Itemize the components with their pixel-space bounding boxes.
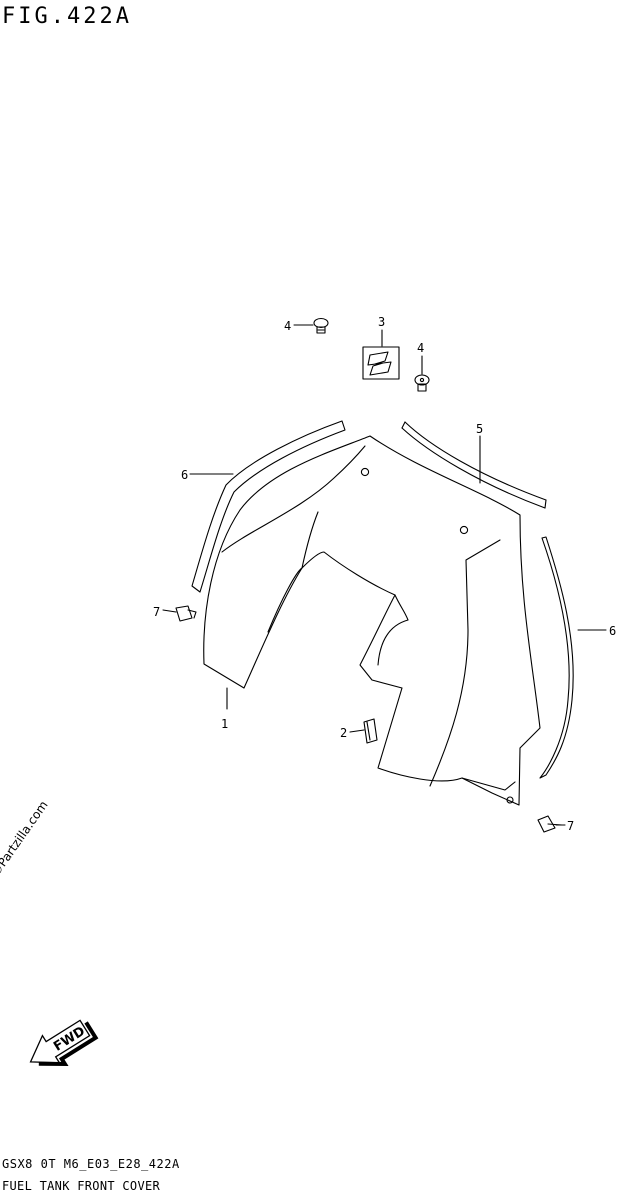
seal-strip-left[interactable] [191,420,346,593]
screw-part-lower[interactable] [414,374,430,392]
callout-7-right: 7 [567,819,574,833]
seal-strip-right[interactable] [539,536,574,779]
callout-3: 3 [378,315,385,329]
leader-lines [162,324,607,826]
parts-diagram: 1 2 3 4 4 5 6 6 7 7 FWD [29,315,616,1067]
callout-5: 5 [476,422,483,436]
diagram-code: GSX8 0T M6_E03_E28_422A [2,1157,180,1171]
figure-title: FIG.422A [2,4,132,29]
callout-6-right: 6 [609,624,616,638]
front-cover-part[interactable] [203,435,541,806]
screw-part-upper[interactable] [313,317,329,334]
callout-2: 2 [340,726,347,740]
cushion-part[interactable] [363,718,378,744]
callout-4-lower: 4 [417,341,424,355]
fwd-arrow: FWD [29,1019,99,1067]
clip-part-right[interactable] [537,815,563,833]
callout-6-left: 6 [181,468,188,482]
clip-part-left[interactable] [175,605,197,622]
callout-7-left: 7 [153,605,160,619]
callout-4-upper: 4 [284,319,291,333]
callout-1: 1 [221,717,228,731]
diagram-name: FUEL TANK FRONT COVER [2,1179,161,1193]
seal-strip-upper[interactable] [401,421,547,509]
emblem-part[interactable] [362,346,400,380]
